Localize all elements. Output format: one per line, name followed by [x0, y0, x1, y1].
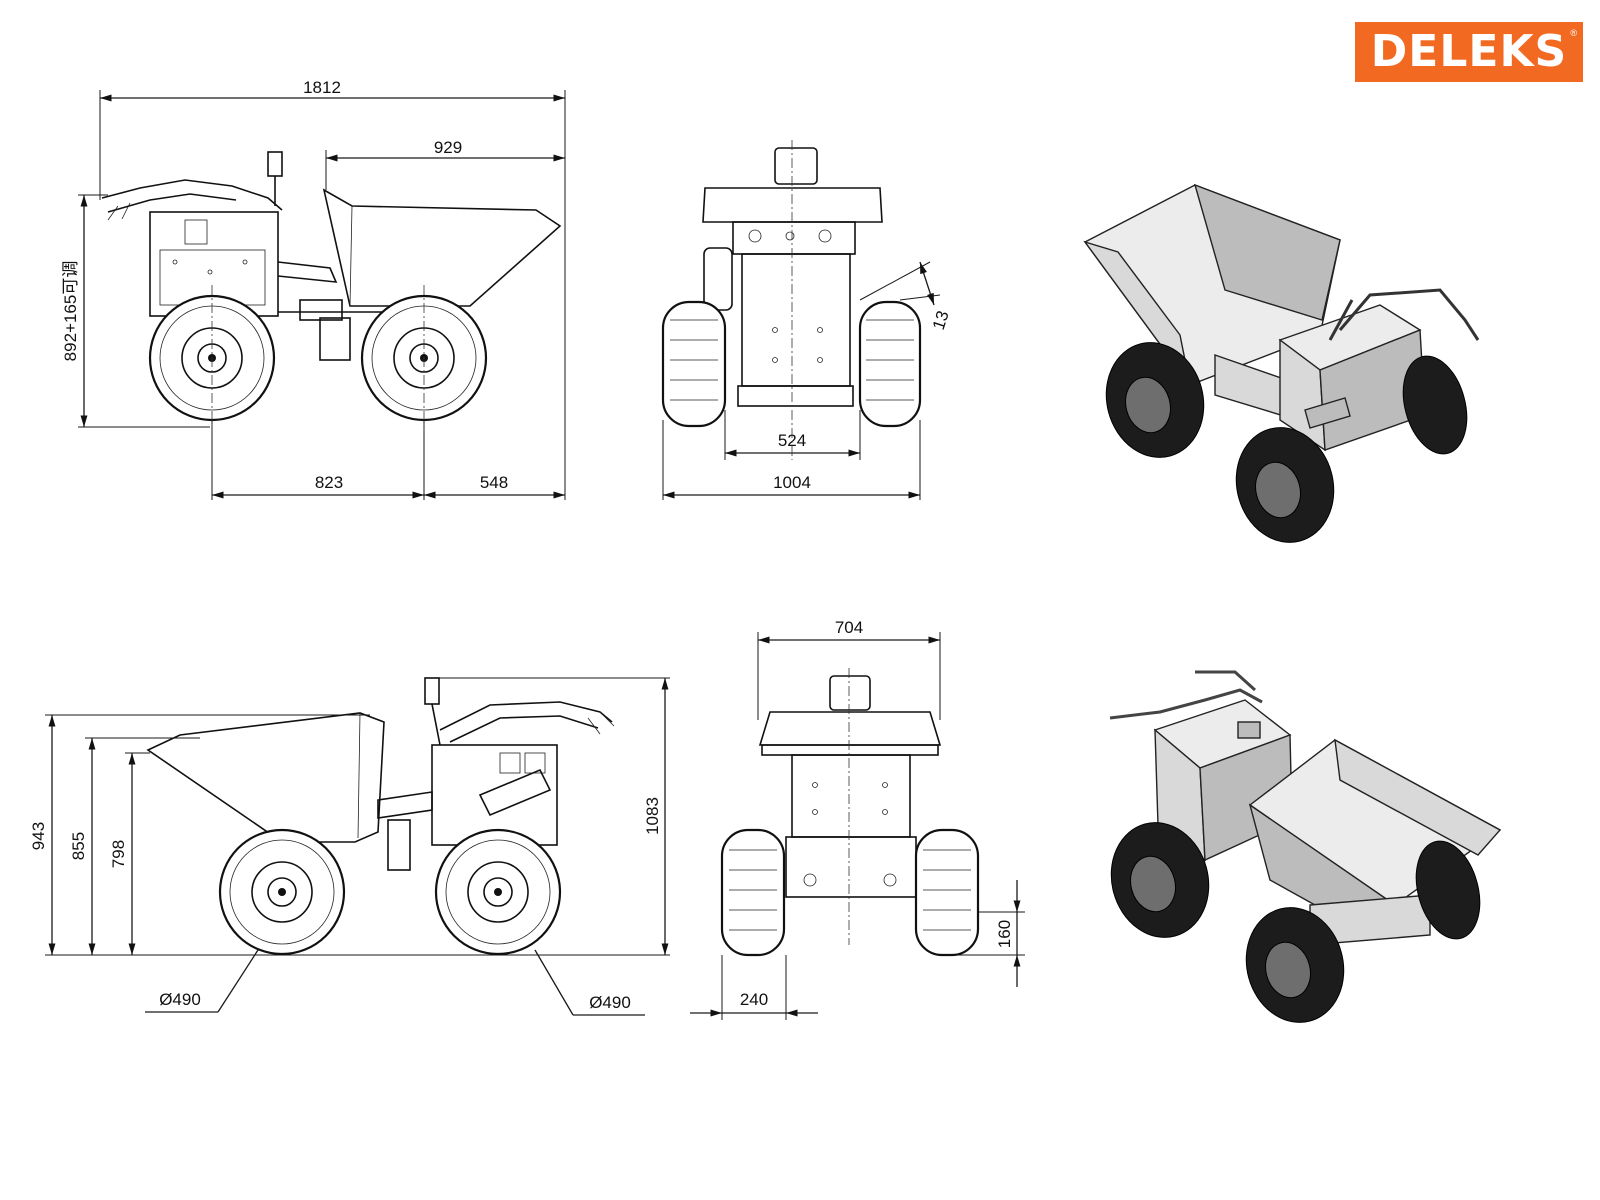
dim-angle: 13 — [929, 308, 953, 332]
dim-height-c: 798 — [109, 840, 128, 868]
right-tyre-front — [858, 300, 922, 428]
left-tyre-front-bottom — [720, 828, 786, 957]
dim-height-b: 855 — [69, 832, 88, 860]
right-tyre-front-bottom — [914, 828, 980, 957]
logo-text: DELEKS — [1370, 26, 1568, 77]
front-view-bottom: 704 160 240 — [690, 618, 1025, 1020]
isometric-rear-view — [1083, 183, 1480, 543]
dim-height-adjustable: 892+165可调 — [61, 261, 80, 362]
isometric-front-view — [1109, 670, 1502, 1023]
dim-handle-height: 1083 — [643, 797, 662, 835]
dim-height-a: 943 — [29, 822, 48, 850]
left-tyre-front — [661, 300, 727, 428]
dim-overall-width: 1004 — [773, 473, 811, 492]
front-wheel-side-bottom — [434, 828, 562, 956]
dim-inner-width: 524 — [778, 431, 806, 450]
front-view-top: 1004 524 13 — [661, 140, 953, 500]
dim-line-angle — [919, 261, 935, 306]
side-view-top: 1812 929 892+165可调 823 548 — [61, 78, 566, 500]
dim-skip-length: 929 — [434, 138, 462, 157]
dim-body-width: 704 — [835, 618, 863, 637]
dim-tyre-width: 240 — [740, 990, 768, 1009]
dim-ground-clearance: 160 — [995, 920, 1014, 948]
dim-wheel-dia-front: Ø490 — [589, 993, 631, 1012]
leader-front-wheel — [534, 949, 574, 1016]
dim-wheelbase: 823 — [315, 473, 343, 492]
dim-wheel-dia-rear: Ø490 — [159, 990, 201, 1009]
side-view-bottom: 943 855 798 1083 — [29, 677, 670, 1016]
registered-mark: ® — [1570, 28, 1577, 38]
dim-front-overhang: 548 — [480, 473, 508, 492]
leader-rear-wheel — [217, 949, 259, 1013]
skip-side-outline-bottom — [146, 712, 385, 843]
deleks-logo: DELEKS ® — [1355, 22, 1583, 82]
skip-side-outline — [322, 188, 562, 307]
rear-wheel-side-bottom — [218, 828, 346, 956]
dim-overall-length: 1812 — [303, 78, 341, 97]
